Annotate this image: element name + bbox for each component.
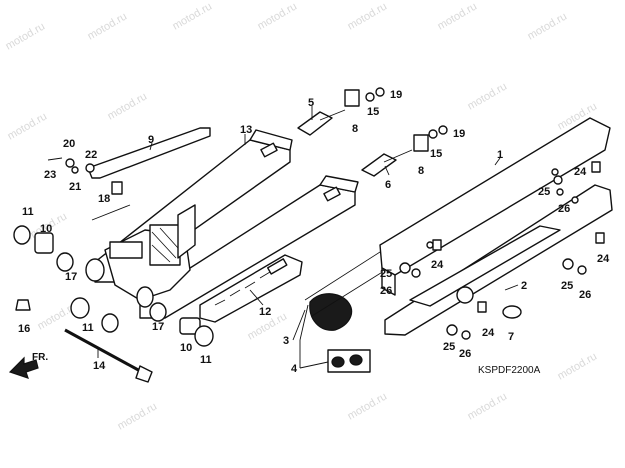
watermark: motod.ru: [106, 90, 150, 122]
callout-9: 9: [148, 134, 154, 146]
callout-25: 25: [443, 341, 455, 353]
hardware: [13, 87, 605, 347]
callout-25: 25: [380, 268, 392, 280]
chain-case-upper: [379, 117, 611, 296]
callout-15: 15: [367, 106, 379, 118]
callout-1: 1: [497, 149, 503, 161]
watermark: motod.ru: [466, 80, 510, 112]
watermark: motod.ru: [556, 350, 600, 382]
callout-17: 17: [65, 271, 77, 283]
diagram-code: KSPDF2200A: [478, 365, 541, 376]
front-direction-indicator: FR.: [8, 352, 48, 379]
leader-lines: [97, 106, 519, 369]
callout-20: 20: [63, 138, 75, 150]
front-arrow-icon: [8, 356, 39, 379]
callout-labels: 1 2 3 4 5 6 7 8 8 9 10 10 11 11 11 12 13…: [18, 89, 610, 375]
callout-3: 3: [283, 335, 289, 347]
callout-11: 11: [22, 206, 34, 218]
watermark: motod.ru: [346, 0, 390, 32]
callout-6: 6: [385, 179, 391, 191]
callout-26: 26: [579, 289, 591, 301]
callout-11: 11: [82, 322, 94, 334]
callout-26: 26: [380, 285, 392, 297]
watermark: motod.ru: [466, 390, 510, 422]
callout-24: 24: [597, 253, 610, 265]
callout-16: 16: [18, 323, 30, 335]
brace-part: [87, 127, 211, 179]
callout-15: 15: [430, 148, 442, 160]
watermark: motod.ru: [116, 400, 160, 432]
callout-18: 18: [98, 193, 110, 205]
callout-22: 22: [85, 149, 97, 161]
callout-21: 21: [69, 181, 81, 193]
callout-5: 5: [308, 97, 314, 109]
callout-10: 10: [180, 342, 192, 354]
direction-label: FR.: [32, 352, 48, 363]
callout-13: 13: [240, 124, 252, 136]
callout-10: 10: [40, 223, 52, 235]
callout-23: 23: [44, 169, 56, 181]
callout-8: 8: [352, 123, 358, 135]
watermark: motod.ru: [171, 0, 215, 32]
drive-chain: [304, 219, 441, 373]
pivot-bolt: [64, 328, 153, 383]
watermark: motod.ru: [256, 0, 300, 32]
callout-4: 4: [291, 363, 298, 375]
watermark: motod.ru: [4, 20, 48, 52]
callout-8: 8: [418, 165, 424, 177]
callout-25: 25: [538, 186, 550, 198]
callout-24: 24: [574, 166, 587, 178]
swingarm: [85, 129, 359, 319]
callout-19: 19: [390, 89, 402, 101]
callout-7: 7: [508, 331, 514, 343]
callout-26: 26: [459, 348, 471, 360]
callout-24: 24: [482, 327, 495, 339]
callout-17: 17: [152, 321, 164, 333]
callout-26: 26: [558, 203, 570, 215]
callout-19: 19: [453, 128, 465, 140]
callout-12: 12: [259, 306, 271, 318]
watermark: motod.ru: [346, 390, 390, 422]
callout-14: 14: [93, 360, 106, 372]
watermark: motod.ru: [526, 10, 570, 42]
callout-24: 24: [431, 259, 444, 271]
callout-2: 2: [521, 280, 527, 292]
watermark: motod.ru: [86, 10, 130, 42]
callout-25: 25: [561, 280, 573, 292]
chain-slider: [199, 254, 303, 323]
callout-11: 11: [200, 354, 212, 366]
watermark: motod.ru: [6, 110, 50, 142]
watermark: motod.ru: [436, 0, 480, 32]
chain-case-lower: [384, 184, 613, 336]
